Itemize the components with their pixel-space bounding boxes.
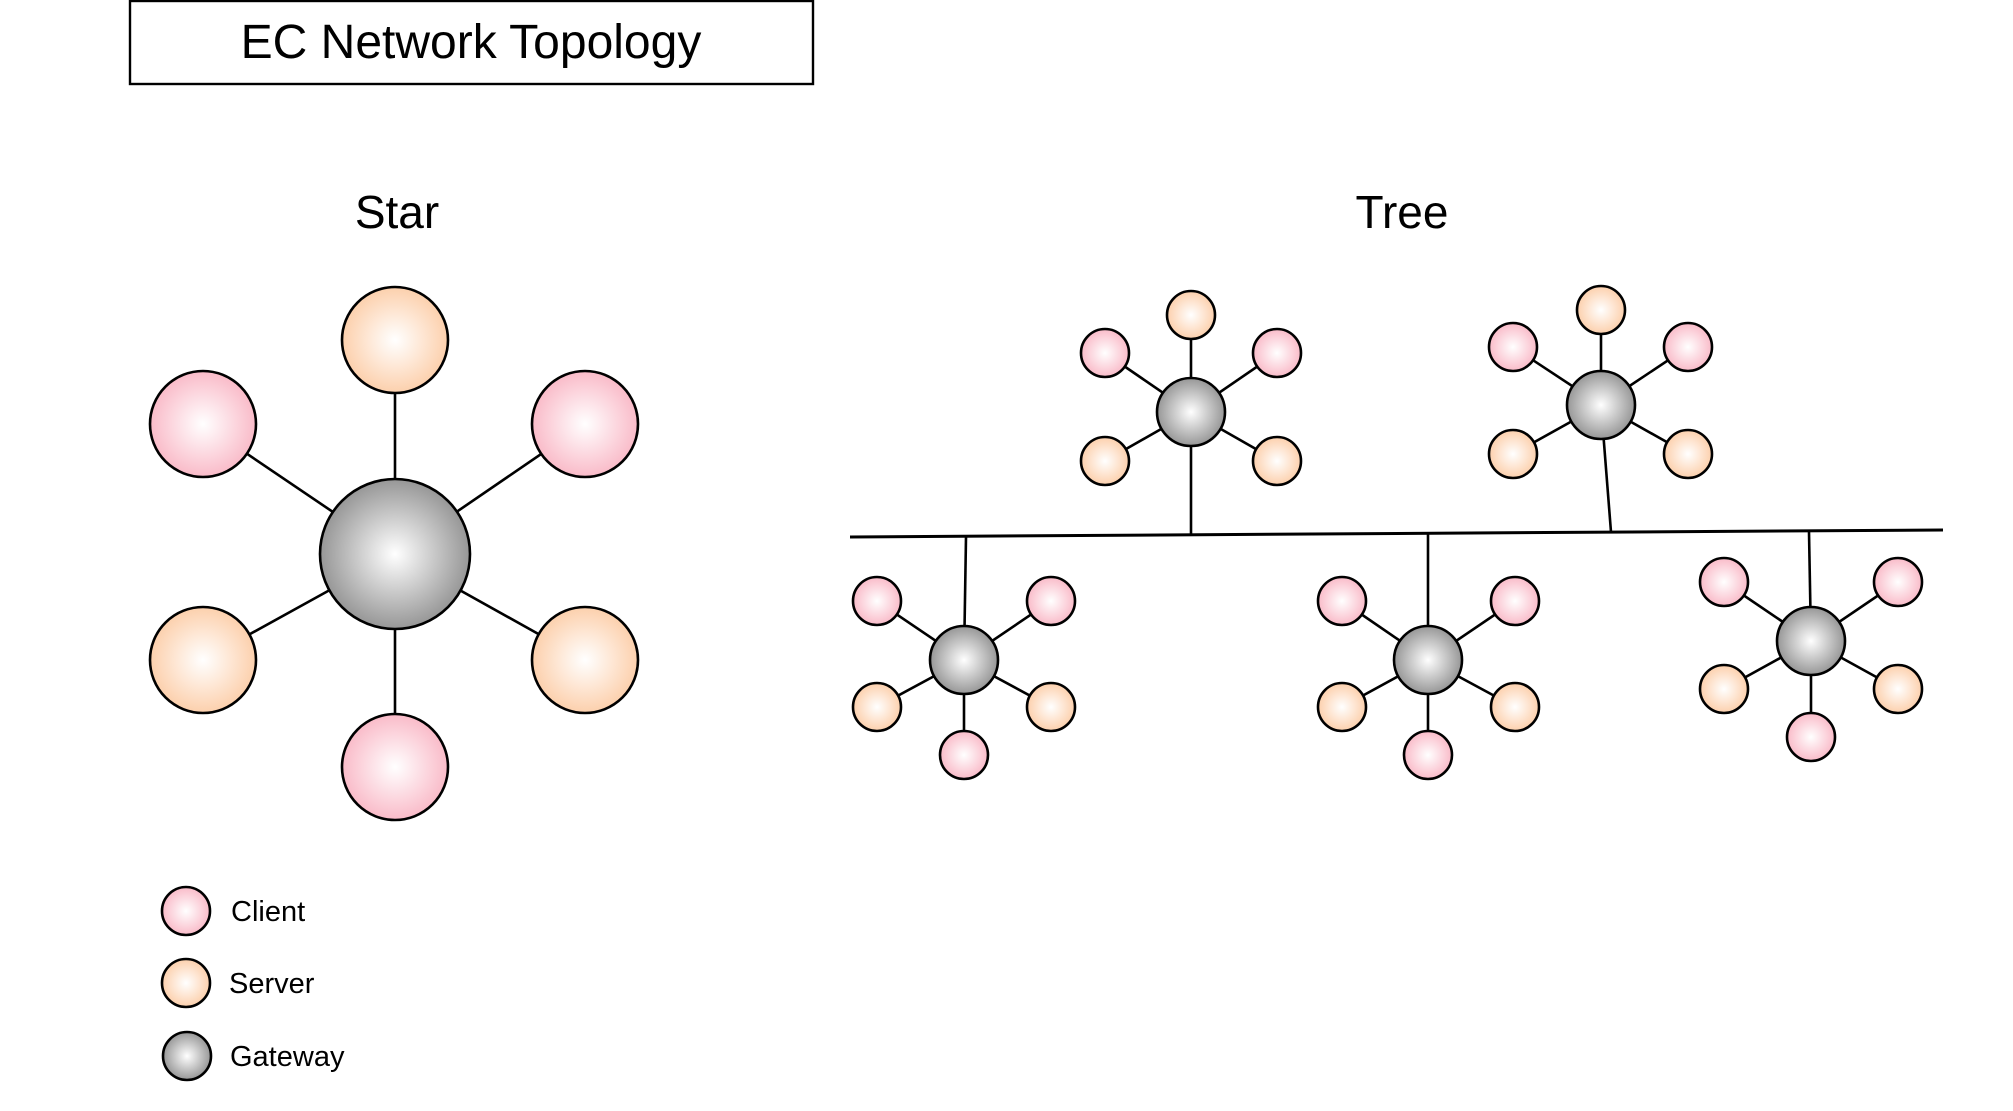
client-node [1662, 321, 1714, 373]
client-node [1489, 575, 1541, 627]
star-nodes [148, 285, 640, 822]
server-node [340, 285, 450, 395]
legend-item-server: Server [160, 957, 315, 1009]
server-node [1662, 428, 1714, 480]
gateway-node [1392, 624, 1464, 696]
server-node [1251, 435, 1303, 487]
server-node [1575, 284, 1627, 336]
star-section-label: Star [355, 186, 439, 238]
tree-nodes [851, 284, 1924, 781]
client-node [1079, 327, 1131, 379]
server-node [1872, 663, 1924, 715]
server-node [1487, 428, 1539, 480]
title-border [128, 0, 815, 86]
server-node [1165, 289, 1217, 341]
gateway-node [318, 477, 472, 631]
client-node [530, 369, 640, 479]
legend-item-gateway: Gateway [161, 1030, 345, 1082]
client-node [148, 369, 258, 479]
client-node [1785, 711, 1837, 763]
client-node [1698, 556, 1750, 608]
legend-item-client: Client [160, 885, 305, 937]
client-node [851, 575, 903, 627]
client-node [1316, 575, 1368, 627]
gateway-node [1775, 605, 1847, 677]
server-node [1316, 681, 1368, 733]
tree-backbone-bus [849, 528, 1944, 539]
client-node [1025, 575, 1077, 627]
gateway-node [1155, 376, 1227, 448]
tree-topology [849, 284, 1944, 781]
client-node [1872, 556, 1924, 608]
legend: Client Server Gateway [160, 885, 345, 1082]
client-node [340, 712, 450, 822]
client-node [1251, 327, 1303, 379]
server-swatch [160, 957, 212, 1009]
client-node [1402, 729, 1454, 781]
server-node [1698, 663, 1750, 715]
server-node [1079, 435, 1131, 487]
gateway-node [1565, 369, 1637, 441]
server-node [1025, 681, 1077, 733]
client-node [1487, 321, 1539, 373]
legend-label-server: Server [229, 968, 315, 1000]
page-title: EC Network Topology [241, 16, 702, 69]
client-node [938, 729, 990, 781]
title-box: EC Network Topology [128, 0, 815, 86]
server-node [851, 681, 903, 733]
tree-section-label: Tree [1356, 186, 1449, 238]
legend-label-client: Client [231, 896, 305, 928]
legend-label-gateway: Gateway [230, 1041, 345, 1073]
server-node [530, 605, 640, 715]
gateway-swatch [161, 1030, 213, 1082]
server-node [148, 605, 258, 715]
server-node [1489, 681, 1541, 733]
gateway-node [928, 624, 1000, 696]
star-topology [148, 285, 640, 822]
client-swatch [160, 885, 212, 937]
